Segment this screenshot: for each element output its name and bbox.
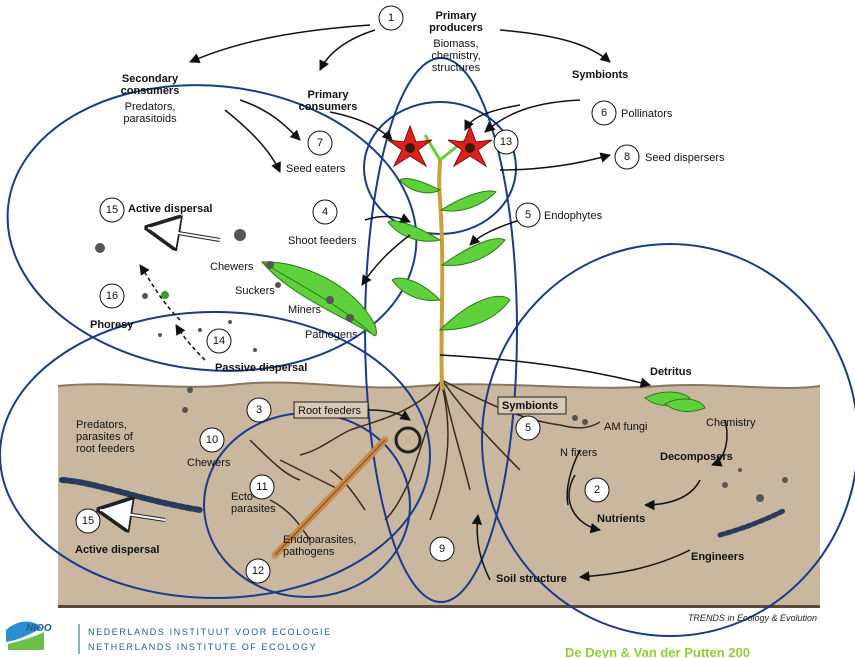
- leaf: [440, 296, 510, 330]
- label-seed-eaters: Seed eaters: [286, 163, 346, 175]
- institute-en: NETHERLANDS INSTITUTE OF ECOLOGY: [88, 642, 317, 652]
- label-miners: Miners: [288, 304, 322, 316]
- marker-15-top: 15: [106, 204, 118, 216]
- marker-14: 14: [213, 335, 225, 347]
- marker-11: 11: [256, 481, 267, 493]
- label-detritus: Detritus: [650, 366, 692, 378]
- label-am-fungi: AM fungi: [604, 421, 647, 433]
- institute-nl: NEDERLANDS INSTITUUT VOOR ECOLOGIE: [88, 627, 332, 637]
- label-shoot-feeders: Shoot feeders: [288, 235, 357, 247]
- logo-text: NIOO: [26, 623, 52, 634]
- marker-3: 3: [256, 404, 262, 416]
- label-engineers: Engineers: [691, 551, 744, 563]
- label-endophytes: Endophytes: [544, 210, 603, 222]
- label-active-dispersal-top: Active dispersal: [128, 203, 212, 215]
- marker-8: 8: [624, 151, 630, 163]
- label-chemistry: Chemistry: [706, 417, 756, 429]
- marker-6: 6: [601, 107, 607, 119]
- label-pollinators: Pollinators: [621, 108, 673, 120]
- label-pathogens: Pathogens: [305, 329, 358, 341]
- label-secondary-consumers-sub: Predators,parasitoids: [123, 101, 177, 125]
- marker-4: 4: [322, 206, 328, 218]
- marker-9: 9: [439, 543, 445, 555]
- marker-1: 1: [388, 12, 394, 24]
- marker-10: 10: [206, 434, 218, 446]
- leaf: [441, 191, 496, 211]
- label-passive-dispersal: Passive dispersal: [215, 362, 307, 374]
- marker-7: 7: [317, 137, 323, 149]
- label-phoresy: Phoresy: [90, 319, 134, 331]
- citation: De Deyn & Van der Putten 200: [565, 645, 750, 658]
- nioo-logo: NIOO: [6, 622, 52, 651]
- label-nutrients: Nutrients: [597, 513, 645, 525]
- label-seed-dispersers: Seed dispersers: [645, 152, 725, 164]
- label-decomposers: Decomposers: [660, 451, 733, 463]
- label-soil-structure: Soil structure: [496, 573, 567, 585]
- label-chewers-bottom: Chewers: [187, 457, 231, 469]
- marker-12: 12: [252, 565, 264, 577]
- label-symbionts-box: Symbionts: [502, 400, 558, 412]
- leaf: [400, 178, 440, 192]
- leaf: [388, 221, 440, 241]
- label-active-dispersal-bottom: Active dispersal: [75, 544, 159, 556]
- marker-5-symbionts: 5: [525, 422, 531, 434]
- label-chewers-top: Chewers: [210, 261, 254, 273]
- marker-13: 13: [500, 136, 512, 148]
- label-primary-producers-sub: Biomass,chemistry,structures: [431, 38, 480, 74]
- flower-left: [388, 126, 432, 166]
- big-leaf: [262, 262, 376, 336]
- marker-5-endophytes: 5: [525, 209, 531, 221]
- label-credit: TRENDS in Ecology & Evolution: [688, 613, 817, 623]
- marker-16: 16: [106, 290, 118, 302]
- label-n-fixers: N fixers: [560, 447, 598, 459]
- marker-15-bottom: 15: [82, 515, 94, 527]
- marker-2: 2: [594, 484, 600, 496]
- label-root-feeders: Root feeders: [298, 405, 361, 417]
- label-suckers: Suckers: [235, 285, 275, 297]
- label-symbionts-top: Symbionts: [572, 69, 628, 81]
